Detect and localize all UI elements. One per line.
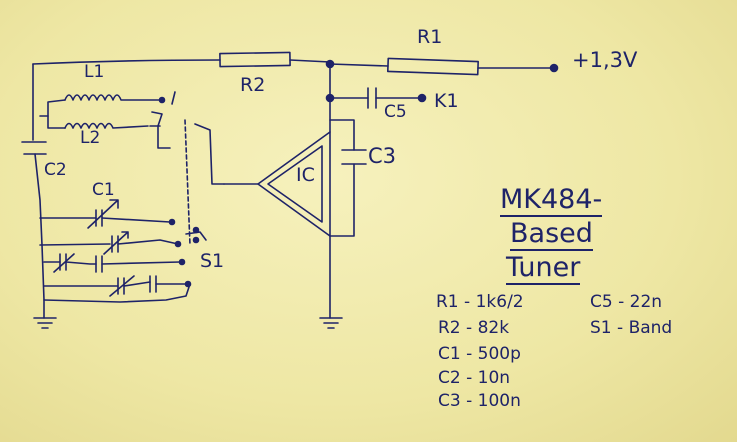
label-s1: S1 — [200, 250, 225, 272]
ground-left — [33, 317, 57, 329]
ic-inner-triangle — [267, 145, 323, 223]
s1-dashed-link — [184, 119, 191, 246]
label-l1: L1 — [84, 62, 105, 82]
part-row: C5 - 22n — [590, 292, 663, 312]
label-c3: C3 — [368, 144, 397, 168]
label-supply-voltage: +1,3V — [572, 48, 638, 72]
top-rail-left — [32, 59, 221, 65]
label-l2: L2 — [80, 128, 101, 148]
inductor-feed — [39, 99, 66, 117]
label-c1: C1 — [92, 180, 115, 200]
part-row: R1 - 1k6/2 — [436, 292, 524, 312]
l2-coil — [64, 122, 149, 129]
title-line-1: MK484- — [500, 185, 603, 218]
ic-triangle — [257, 131, 331, 237]
l2-branch — [47, 115, 66, 129]
k1-terminal — [417, 93, 427, 103]
l1-coil — [64, 94, 161, 101]
supply-terminal — [549, 63, 559, 73]
ground-right — [319, 317, 343, 329]
label-c2: C2 — [44, 160, 67, 180]
part-row: R2 - 82k — [438, 318, 510, 338]
top-rail-right — [329, 63, 389, 67]
part-row: S1 - Band — [590, 318, 673, 338]
r1-resistor — [386, 57, 479, 76]
left-rail-bottom — [34, 153, 45, 319]
title-line-3: Tuner — [506, 253, 581, 286]
part-row: C3 - 100n — [438, 391, 521, 411]
r2-resistor — [219, 51, 291, 68]
label-r2: R2 — [240, 74, 266, 96]
label-c5: C5 — [384, 102, 407, 122]
part-row: C1 - 500p — [438, 344, 521, 364]
c1-arrow — [87, 199, 119, 229]
title-line-2: Based — [510, 219, 593, 252]
top-rail-mid — [289, 59, 331, 63]
label-r1: R1 — [417, 26, 443, 48]
part-row: C2 - 10n — [438, 368, 511, 388]
label-k1: K1 — [434, 90, 459, 112]
label-ic: IC — [296, 164, 315, 186]
